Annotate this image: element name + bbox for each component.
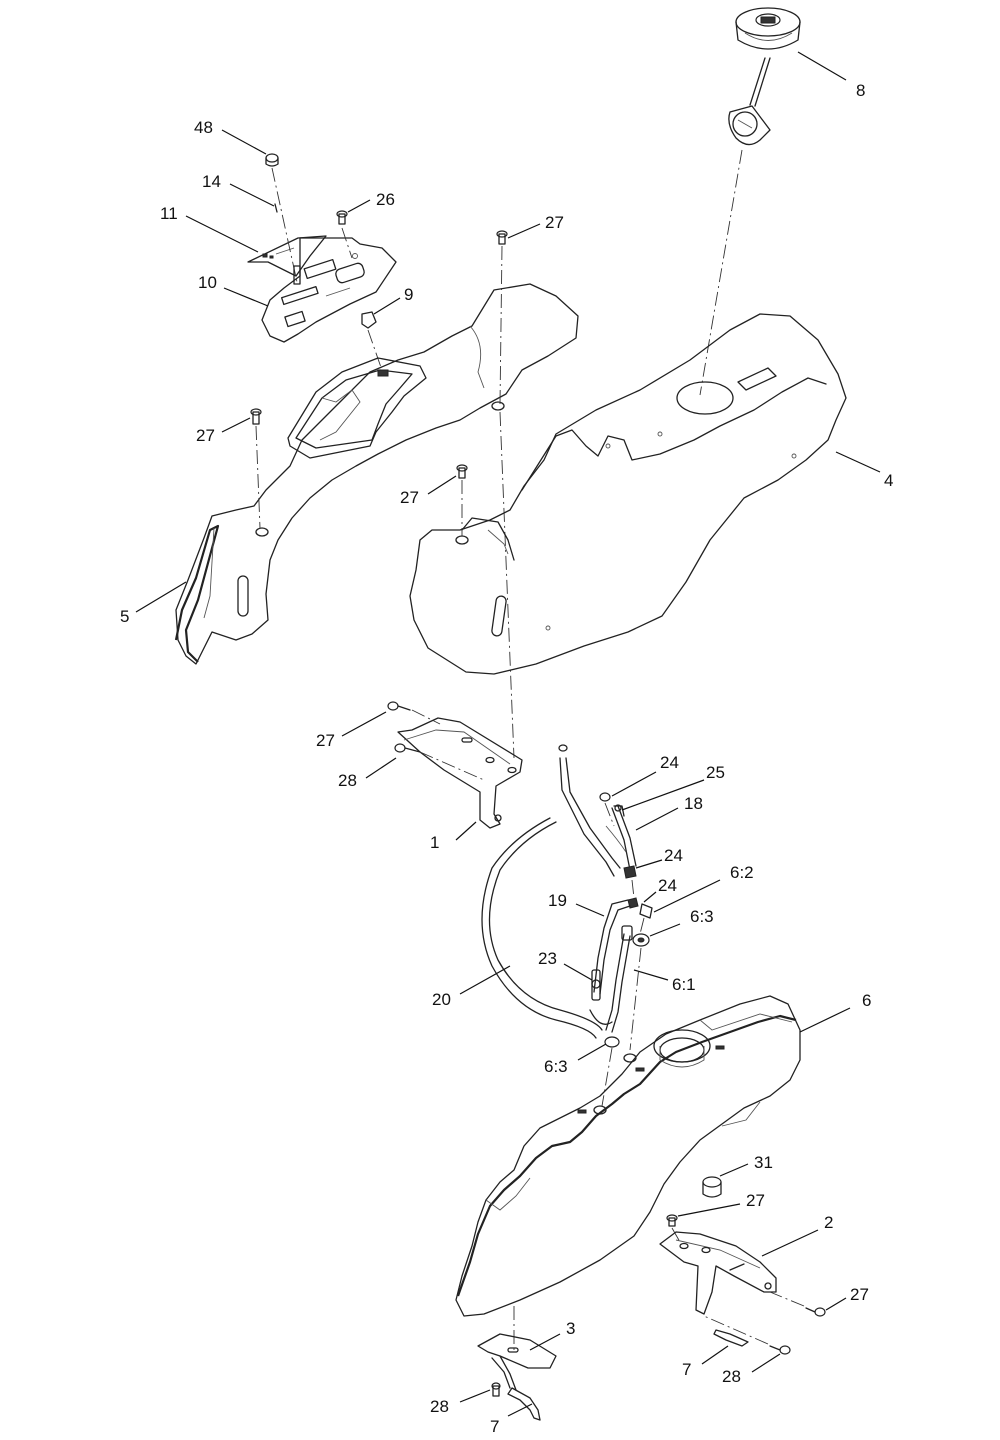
right-tank-cover — [409, 313, 847, 675]
screw-27-top — [496, 230, 515, 759]
screw-48 — [265, 153, 298, 283]
bolt-28-right — [703, 1315, 791, 1355]
fuel-cap — [735, 7, 801, 107]
callout-4: 4 — [884, 471, 893, 490]
fuel-tank — [455, 995, 801, 1317]
callout-31: 31 — [754, 1153, 773, 1172]
clip-7-right — [713, 1329, 749, 1347]
callout-20: 20 — [432, 990, 451, 1009]
callout-23: 23 — [538, 949, 557, 968]
leader-lines — [135, 51, 881, 1417]
callout-9: 9 — [404, 285, 413, 304]
callout-24-top: 24 — [660, 753, 679, 772]
fitting-25 — [613, 804, 625, 817]
callout-6-2: 6:2 — [730, 863, 754, 882]
fuel-cap-strainer — [728, 105, 771, 146]
callout-26: 26 — [376, 190, 395, 209]
callout-7-left: 7 — [490, 1417, 499, 1436]
callout-27-bracket2-side: 27 — [850, 1285, 869, 1304]
bolt-28-bracket — [394, 743, 485, 781]
decal-plate — [247, 235, 327, 277]
callout-8: 8 — [856, 81, 865, 100]
callout-27-mid: 27 — [400, 488, 419, 507]
callout-27-top: 27 — [545, 213, 564, 232]
grommet-6-3-lower — [601, 1036, 620, 1107]
callout-28-bracket: 28 — [338, 771, 357, 790]
screw-27-bracket2-top — [666, 1214, 681, 1243]
callout-6-1: 6:1 — [672, 975, 696, 994]
clamp-24-mid — [623, 865, 637, 899]
screw-27-left — [250, 408, 262, 529]
screw-27-mid — [456, 464, 468, 536]
vent-hose-20 — [481, 744, 621, 1039]
callout-48: 48 — [194, 118, 213, 137]
grommet-6-3-upper — [629, 933, 650, 1051]
callout-27-bracket: 27 — [316, 731, 335, 750]
clip-7-left — [507, 1387, 541, 1421]
callout-2: 2 — [824, 1213, 833, 1232]
callout-27-left: 27 — [196, 426, 215, 445]
callout-24-low: 24 — [658, 876, 677, 895]
bracket-2 — [659, 1231, 777, 1315]
callout-24-mid: 24 — [664, 846, 683, 865]
clamp-24-top — [599, 792, 615, 827]
callout-6-3-lower: 6:3 — [544, 1057, 568, 1076]
screw-26 — [336, 210, 353, 259]
callout-18: 18 — [684, 794, 703, 813]
callout-27-bracket2-top: 27 — [746, 1191, 765, 1210]
callout-11: 11 — [160, 204, 178, 223]
callout-28-right: 28 — [722, 1367, 741, 1386]
bracket-3 — [477, 1333, 557, 1391]
callout-28-left: 28 — [430, 1397, 449, 1416]
clip-nut-9 — [361, 311, 385, 377]
bolt-28-left — [491, 1382, 501, 1397]
screw-27-bracket2-side — [769, 1291, 826, 1317]
callout-14: 14 — [202, 172, 221, 191]
callout-6: 6 — [862, 991, 871, 1010]
hose-18 — [605, 805, 637, 871]
callout-7-right: 7 — [682, 1360, 691, 1379]
callout-19: 19 — [548, 891, 567, 910]
callout-1: 1 — [430, 833, 439, 852]
callout-6-3-upper: 6:3 — [690, 907, 714, 926]
control-bracket — [261, 237, 397, 343]
bracket-1 — [397, 717, 523, 829]
left-tank-cover — [174, 283, 579, 665]
callout-25: 25 — [706, 763, 725, 782]
rubber-pad-31 — [702, 1176, 722, 1198]
spacer-14 — [274, 203, 301, 285]
screw-27-bracket — [387, 701, 441, 725]
hose-19 — [593, 899, 633, 1033]
elbow-6-2 — [639, 903, 653, 935]
callout-10: 10 — [198, 273, 217, 292]
callout-3: 3 — [566, 1319, 575, 1338]
centerline-cap — [699, 149, 743, 396]
clamp-24-low — [627, 897, 639, 909]
callout-5: 5 — [120, 607, 129, 626]
fitting-23 — [589, 969, 613, 1025]
callouts: 8 48 14 26 11 27 10 9 27 4 27 5 27 24 25… — [120, 81, 893, 1436]
